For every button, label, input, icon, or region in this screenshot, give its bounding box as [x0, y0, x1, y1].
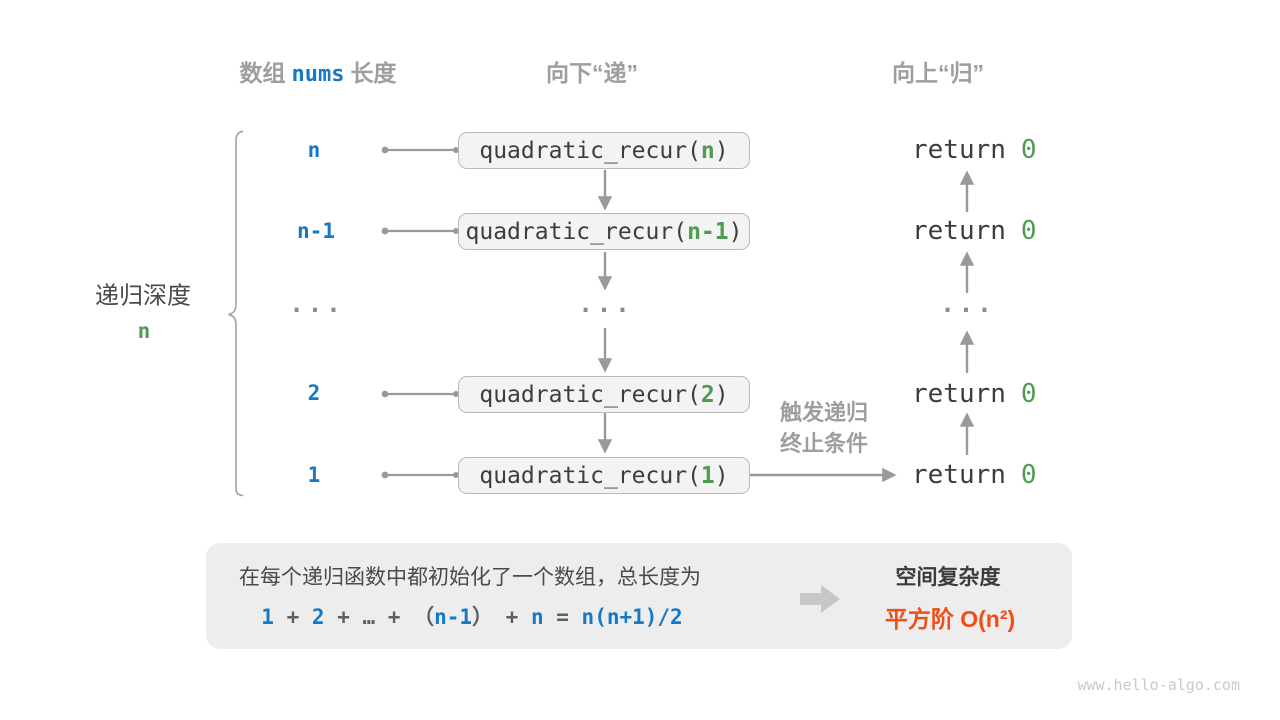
call-arg: n	[700, 137, 715, 164]
space-complexity-title: 空间复杂度	[895, 566, 1001, 589]
depth-brace-label: 递归深度	[95, 282, 191, 310]
call-arg: 2	[700, 381, 715, 408]
stack-ellipsis-right: ...	[940, 290, 996, 318]
formula-part: +	[375, 605, 414, 629]
space-complexity-value: 平方阶 O(n²)	[884, 606, 1016, 632]
return-keyword: return	[912, 379, 1006, 409]
formula-part: （	[413, 605, 435, 629]
header-downward: 向下“递”	[546, 60, 638, 86]
call-prefix: quadratic_recur(	[479, 462, 701, 489]
header-array-code: nums	[291, 62, 345, 87]
call-suffix: )	[714, 137, 729, 164]
call-suffix: )	[714, 381, 729, 408]
call-box: quadratic_recur(1)	[458, 457, 750, 494]
header-array-post: 长度	[350, 60, 397, 86]
call-arg: n-1	[687, 218, 729, 245]
summary-description: 在每个递归函数中都初始化了一个数组，总长度为	[239, 566, 701, 589]
formula-part: n-1	[434, 605, 473, 629]
formula-part: +	[493, 605, 531, 629]
formula-part: 2	[311, 605, 325, 629]
trigger-note-line1: 触发递归	[779, 400, 869, 425]
formula-part: …	[362, 605, 376, 629]
summary-panel	[206, 543, 1072, 649]
call-box: quadratic_recur(n)	[458, 132, 750, 169]
return-value: 0	[1020, 135, 1037, 165]
return-value: 0	[1020, 460, 1037, 490]
formula-part: +	[324, 605, 363, 629]
return-statement: return 0	[912, 460, 1037, 490]
stack-ellipsis-left: ...	[289, 290, 345, 318]
stack-ellipsis-center: ...	[578, 290, 634, 318]
return-statement: return 0	[912, 216, 1037, 246]
call-box: quadratic_recur(2)	[458, 376, 750, 413]
call-suffix: )	[714, 462, 729, 489]
block-arrow-icon	[800, 585, 840, 613]
formula-part: =	[543, 605, 582, 629]
call-prefix: quadratic_recur(	[479, 381, 701, 408]
formula-part: ）	[472, 605, 494, 629]
connector-dot-line	[381, 471, 459, 479]
total-length-formula: 1 + 2 + … + （n-1） + n = n(n+1)/2	[261, 601, 682, 631]
formula-part: +	[273, 605, 312, 629]
call-arg: 1	[700, 462, 715, 489]
call-prefix: quadratic_recur(	[479, 137, 701, 164]
return-keyword: return	[912, 216, 1006, 246]
return-keyword: return	[912, 135, 1006, 165]
formula-part: n	[530, 605, 544, 629]
call-prefix: quadratic_recur(	[465, 218, 688, 245]
call-suffix: )	[728, 218, 743, 245]
header-array-pre: 数组	[239, 60, 286, 86]
header-upward: 向上“归”	[892, 60, 984, 86]
connector-dot-line	[381, 390, 459, 398]
return-value: 0	[1020, 216, 1037, 246]
depth-brace-value: n	[137, 319, 151, 343]
depth-brace	[228, 130, 244, 497]
return-statement: return 0	[912, 379, 1037, 409]
call-box: quadratic_recur(n-1)	[458, 213, 750, 250]
depth-label: n-1	[297, 219, 335, 243]
trigger-note-line2: 终止条件	[779, 431, 869, 456]
depth-label: 2	[307, 381, 321, 405]
connector-dot-line	[381, 146, 459, 154]
connector-dot-line	[381, 227, 459, 235]
depth-label: n	[307, 138, 321, 162]
return-statement: return 0	[912, 135, 1037, 165]
watermark: www.hello-algo.com	[1077, 676, 1240, 694]
row-connector-lines	[381, 146, 459, 479]
return-value: 0	[1020, 379, 1037, 409]
formula-part: 1	[261, 605, 274, 629]
depth-label: 1	[307, 463, 321, 487]
formula-part: n(n+1)/2	[581, 605, 683, 629]
return-keyword: return	[912, 460, 1006, 490]
